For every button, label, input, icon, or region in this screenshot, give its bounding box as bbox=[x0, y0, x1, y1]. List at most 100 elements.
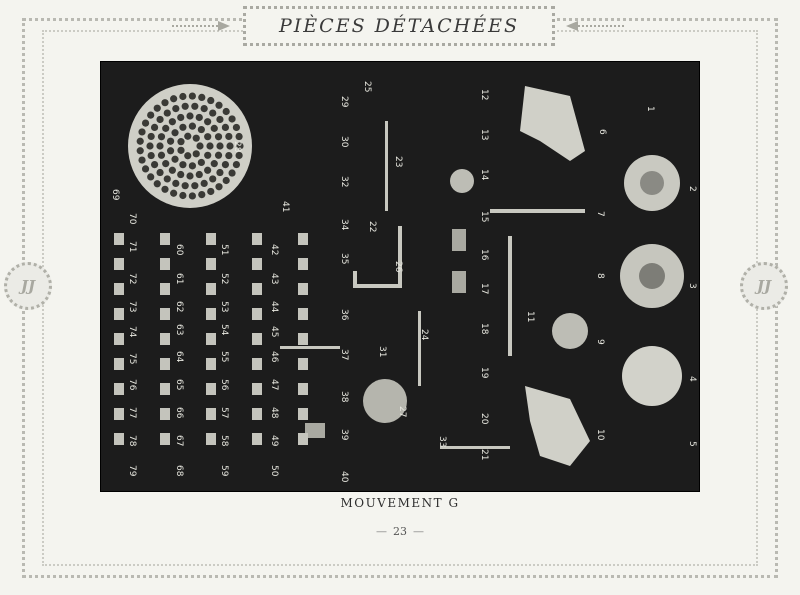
part-number-label: 73 bbox=[127, 301, 137, 312]
part-number-label: 69 bbox=[110, 189, 120, 201]
small-part bbox=[114, 433, 124, 445]
arrow-right-ornament bbox=[566, 21, 624, 31]
part-number-label: 43 bbox=[269, 273, 279, 284]
part-number-label: 31 bbox=[377, 346, 387, 357]
small-part bbox=[160, 283, 170, 295]
dash-left: — bbox=[376, 525, 387, 538]
part-number-label: 27 bbox=[397, 406, 407, 417]
small-part bbox=[298, 433, 308, 445]
part-number-label: 13 bbox=[479, 129, 489, 140]
small-part bbox=[160, 233, 170, 245]
small-part bbox=[160, 258, 170, 270]
pinion-part bbox=[450, 169, 474, 193]
part-number-label: 62 bbox=[174, 301, 184, 312]
small-part bbox=[114, 258, 124, 270]
part-number-label: 16 bbox=[479, 249, 489, 261]
part-number-label: 30 bbox=[339, 136, 349, 148]
small-part bbox=[114, 408, 124, 420]
part-number-label: 67 bbox=[174, 435, 184, 446]
part-number-label: 12 bbox=[479, 89, 489, 100]
part-number-label: 7 bbox=[595, 211, 605, 217]
part-number-label: 28 bbox=[232, 141, 242, 153]
parts-illustration: 1234567891011121314151617181920212223242… bbox=[110, 81, 697, 483]
part-number-label: 4 bbox=[687, 376, 697, 382]
monogram-medallion-left: JJ bbox=[4, 262, 52, 310]
movement-plate-upper bbox=[520, 86, 585, 161]
small-part bbox=[298, 233, 308, 245]
small-part bbox=[114, 333, 124, 345]
part-number-label: 45 bbox=[269, 326, 279, 337]
small-part bbox=[252, 233, 262, 245]
small-parts-grid bbox=[114, 233, 308, 445]
small-part bbox=[252, 333, 262, 345]
disc-part bbox=[622, 346, 682, 406]
part-number-label: 6 bbox=[597, 129, 607, 135]
part-number-label: 65 bbox=[174, 379, 184, 390]
arrow-left-ornament bbox=[172, 21, 230, 31]
part-number-label: 37 bbox=[339, 349, 349, 360]
part-number-label: 47 bbox=[269, 379, 279, 390]
small-part bbox=[206, 383, 216, 395]
part-number-label: 9 bbox=[595, 339, 605, 345]
part-number-label: 36 bbox=[339, 309, 349, 321]
small-part bbox=[206, 408, 216, 420]
dash-right: — bbox=[413, 525, 424, 538]
page-title-box: PIÈCES DÉTACHÉES bbox=[243, 6, 555, 46]
movement-plate-lower bbox=[525, 386, 590, 466]
part-number-label: 53 bbox=[219, 301, 229, 312]
escape-wheel-part bbox=[552, 313, 588, 349]
small-part bbox=[206, 433, 216, 445]
small-part bbox=[298, 358, 308, 370]
part-number-label: 48 bbox=[269, 407, 279, 419]
plate-caption: MOUVEMENT G bbox=[340, 496, 460, 510]
small-part bbox=[206, 333, 216, 345]
part-number-label: 51 bbox=[219, 244, 229, 255]
monogram-medallion-right: JJ bbox=[740, 262, 788, 310]
part-number-label: 20 bbox=[479, 413, 489, 425]
part-number-label: 42 bbox=[269, 244, 279, 255]
small-part bbox=[252, 433, 262, 445]
small-part bbox=[160, 308, 170, 320]
part-number-label: 21 bbox=[479, 449, 489, 460]
small-part bbox=[160, 333, 170, 345]
small-part bbox=[252, 308, 262, 320]
part-number-label: 29 bbox=[339, 96, 349, 108]
part-number-label: 63 bbox=[174, 324, 184, 335]
part-number-label: 59 bbox=[219, 465, 229, 477]
monogram-text: JJ bbox=[20, 277, 36, 295]
small-part bbox=[252, 358, 262, 370]
spring-part bbox=[452, 229, 466, 251]
part-number-label: 5 bbox=[687, 441, 697, 447]
small-part bbox=[298, 308, 308, 320]
small-part bbox=[206, 283, 216, 295]
part-number-label: 50 bbox=[269, 465, 279, 477]
part-number-label: 76 bbox=[127, 379, 137, 391]
part-number-label: 35 bbox=[339, 253, 349, 264]
part-number-label: 34 bbox=[339, 219, 349, 231]
part-number-label: 26 bbox=[393, 261, 403, 273]
small-part bbox=[114, 283, 124, 295]
small-part bbox=[252, 408, 262, 420]
part-number-label: 78 bbox=[127, 435, 137, 447]
small-part bbox=[160, 408, 170, 420]
part-number-label: 44 bbox=[269, 301, 279, 313]
small-part bbox=[160, 358, 170, 370]
part-number-label: 60 bbox=[174, 244, 184, 256]
small-part bbox=[252, 283, 262, 295]
part-number-label: 18 bbox=[479, 323, 489, 335]
part-number-label: 39 bbox=[339, 429, 349, 441]
part-number-label: 10 bbox=[595, 429, 605, 441]
small-part bbox=[160, 383, 170, 395]
part-number-label: 11 bbox=[525, 311, 535, 322]
part-number-label: 68 bbox=[174, 465, 184, 477]
part-number-label: 17 bbox=[479, 283, 489, 294]
winding-arbor-part bbox=[490, 209, 585, 213]
part-number-label: 22 bbox=[367, 221, 377, 232]
small-part bbox=[160, 433, 170, 445]
small-part bbox=[206, 258, 216, 270]
part-number-label: 15 bbox=[479, 211, 489, 222]
perforated-disc bbox=[128, 84, 252, 208]
part-number-label: 38 bbox=[339, 391, 349, 403]
part-number-label: 33 bbox=[437, 436, 447, 447]
